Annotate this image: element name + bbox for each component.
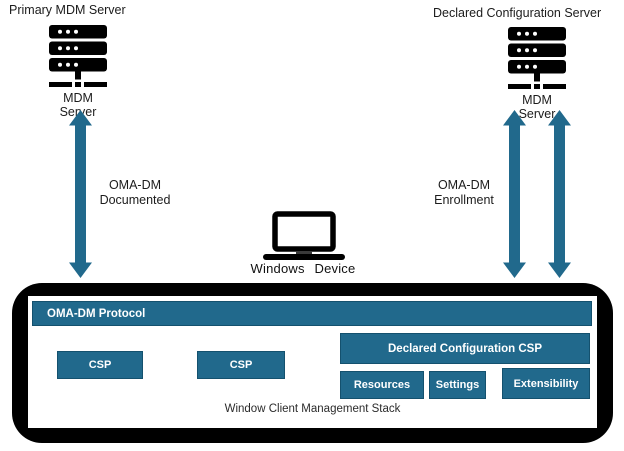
- documented-line2: Documented: [99, 193, 171, 207]
- stack-caption: Window Client Management Stack: [224, 403, 401, 415]
- resources-box: Resources: [340, 371, 424, 399]
- laptop-icon: [263, 211, 345, 260]
- documented-connection-label: OMA-DM Documented: [75, 178, 195, 208]
- settings-box: Settings: [429, 371, 486, 399]
- enrollment-line2: Enrollment: [434, 193, 494, 207]
- windows-device-caption: Windows Device: [250, 261, 356, 276]
- device-frame: OMA-DM Protocol CSP CSP Declared Configu…: [12, 283, 613, 443]
- enrollment-connection-label: OMA-DM Enrollment: [404, 178, 524, 208]
- csp-box-right: CSP: [197, 351, 285, 379]
- oma-dm-protocol-bar: OMA-DM Protocol: [32, 301, 592, 326]
- double-arrow-icon: [547, 110, 572, 278]
- declared-configuration-csp-box: Declared Configuration CSP: [340, 333, 590, 364]
- double-arrow-icon: [502, 110, 527, 278]
- enrollment-line1: OMA-DM: [437, 178, 491, 192]
- declared-server-caption: MDM Server: [518, 93, 556, 121]
- primary-server-caption: MDM Server: [59, 91, 97, 119]
- server-icon: [49, 25, 107, 87]
- documented-line1: OMA-DM: [108, 178, 162, 192]
- server-icon: [508, 27, 566, 89]
- double-arrow-icon: [68, 110, 93, 278]
- declared-server-title: Declared Configuration Server: [433, 6, 602, 20]
- csp-box-left: CSP: [57, 351, 143, 379]
- primary-server-title: Primary MDM Server: [9, 3, 126, 17]
- management-stack-panel: OMA-DM Protocol CSP CSP Declared Configu…: [28, 296, 597, 428]
- extensibility-box: Extensibility: [502, 368, 590, 399]
